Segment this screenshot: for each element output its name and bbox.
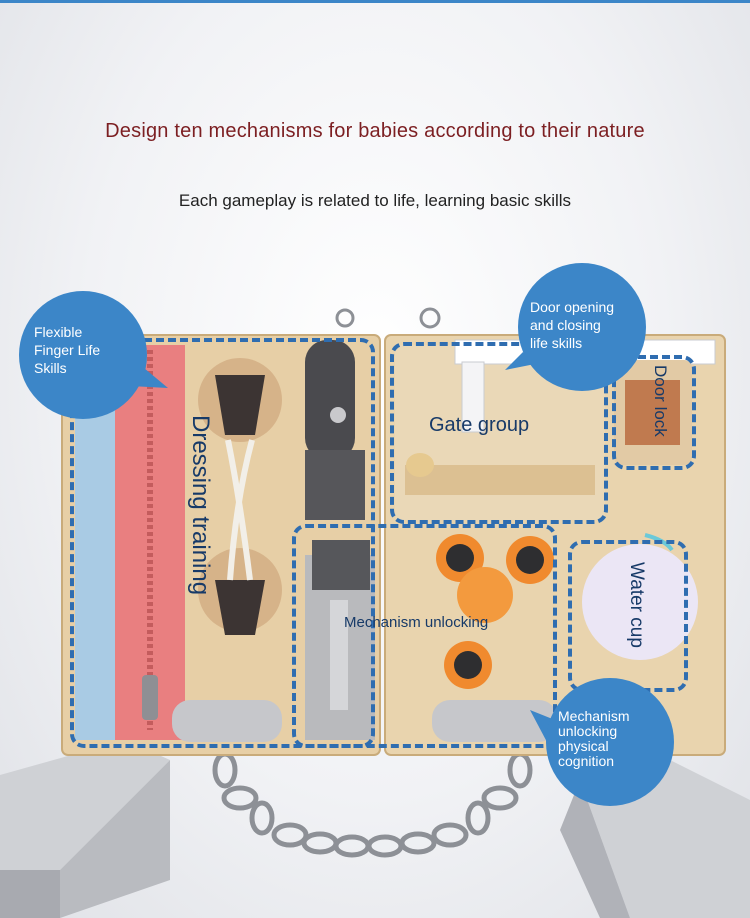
left-pedestal	[0, 740, 170, 918]
bubble-flexible-finger-text: Flexible Finger Life Skills	[34, 324, 101, 376]
bubble-door-opening	[505, 263, 646, 391]
label-door-lock: Door lock	[651, 365, 670, 437]
bubble-door-opening-text: Door opening and closing life skills	[530, 299, 615, 351]
bubble-mechanism-cognition-text: Mechanism unlocking physical cognition	[558, 708, 630, 769]
busy-board	[61, 307, 726, 858]
label-water-cup: Water cup	[626, 562, 647, 648]
label-gate-group: Gate group	[429, 414, 530, 436]
metal-chain	[212, 751, 533, 858]
label-dressing-training: Dressing training	[187, 415, 214, 596]
zone-gate-group	[390, 342, 608, 524]
zone-dressing-training	[70, 338, 375, 748]
bubble-mechanism-cognition	[530, 678, 674, 806]
headline: Design ten mechanisms for babies accordi…	[105, 120, 645, 142]
top-accent-line	[0, 0, 750, 3]
subheadline: Each gameplay is related to life, learni…	[178, 191, 572, 210]
bubble-flexible-finger	[19, 291, 168, 419]
label-mechanism-unlocking: Mechanism unlocking	[344, 614, 489, 631]
zone-mechanism-unlocking	[292, 524, 557, 748]
zone-door-lock	[612, 355, 696, 470]
